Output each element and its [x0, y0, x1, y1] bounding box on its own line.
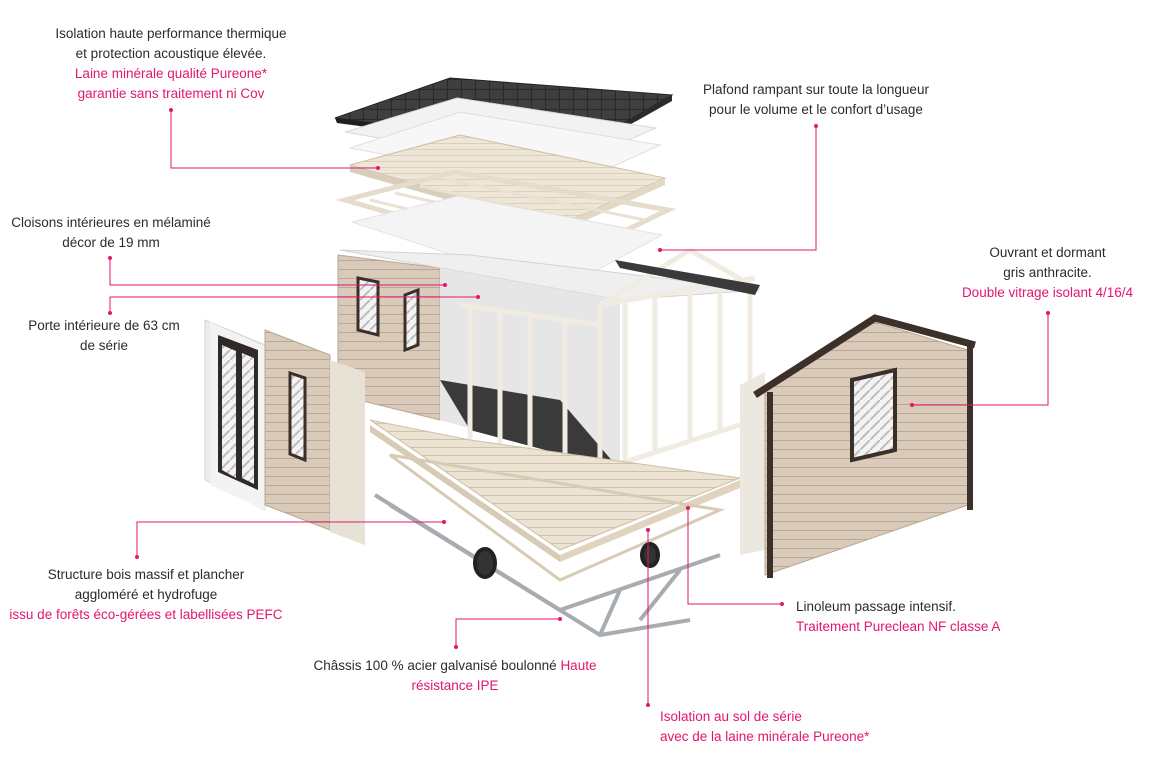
callout-text: gris anthracite. — [1003, 265, 1092, 280]
callout-interior-door: Porte intérieure de 63 cm de série — [18, 316, 190, 356]
callout-highlight: Traitement Pureclean NF classe A — [796, 619, 1001, 634]
callout-text: pour le volume et le confort d’usage — [709, 102, 923, 117]
callout-text: Ouvrant et dormant — [989, 245, 1106, 260]
callout-linoleum: Linoleum passage intensif. Traitement Pu… — [796, 597, 1056, 637]
callout-partitions: Cloisons intérieures en mélaminé décor d… — [0, 213, 222, 253]
callout-text: Cloisons intérieures en mélaminé — [11, 215, 211, 230]
leader-lines — [108, 108, 1050, 707]
callout-roof-insulation: Isolation haute performance thermique et… — [40, 24, 302, 104]
left-wall-panels — [204, 319, 365, 545]
callout-text: décor de 19 mm — [62, 235, 160, 250]
callout-highlight: Haute — [560, 658, 597, 673]
callout-highlight: résistance IPE — [411, 678, 499, 693]
callout-text: aggloméré et hydrofuge — [74, 587, 218, 602]
callout-text: Structure bois massif et plancher — [47, 567, 245, 582]
callout-highlight: Double vitrage isolant 4/16/4 — [961, 285, 1134, 300]
callout-highlight: Isolation au sol de série — [660, 709, 802, 724]
callout-structure: Structure bois massif et plancher agglom… — [0, 565, 292, 625]
callout-text: Porte intérieure de 63 cm — [28, 318, 180, 333]
callout-highlight: issu de forêts éco-gérées et labellisées… — [9, 607, 283, 622]
callout-windows: Ouvrant et dormant gris anthracite. Doub… — [945, 243, 1150, 303]
callout-highlight: Laine minérale qualité Pureone* — [74, 66, 268, 81]
callout-floor-insulation: Isolation au sol de série avec de la lai… — [660, 707, 920, 747]
callout-chassis: Châssis 100 % acier galvanisé boulonné H… — [300, 656, 610, 696]
callout-text: Châssis 100 % acier galvanisé boulonné — [313, 658, 561, 673]
chassis — [373, 493, 721, 638]
callout-ceiling: Plafond rampant sur toute la longueur po… — [690, 80, 942, 120]
callout-highlight: garantie sans traitement ni Cov — [77, 86, 265, 101]
callout-highlight: avec de la laine minérale Pureone* — [660, 729, 870, 744]
callout-text: et protection acoustique élevée. — [75, 46, 267, 61]
house-body — [337, 247, 762, 473]
floor-deck — [369, 419, 742, 582]
callout-text: Isolation haute performance thermique — [55, 26, 287, 41]
right-gable-wall — [740, 314, 976, 578]
callout-text: Plafond rampant sur toute la longueur — [703, 82, 929, 97]
callout-text: de série — [79, 338, 129, 353]
callout-text: Linoleum passage intensif. — [796, 599, 956, 614]
